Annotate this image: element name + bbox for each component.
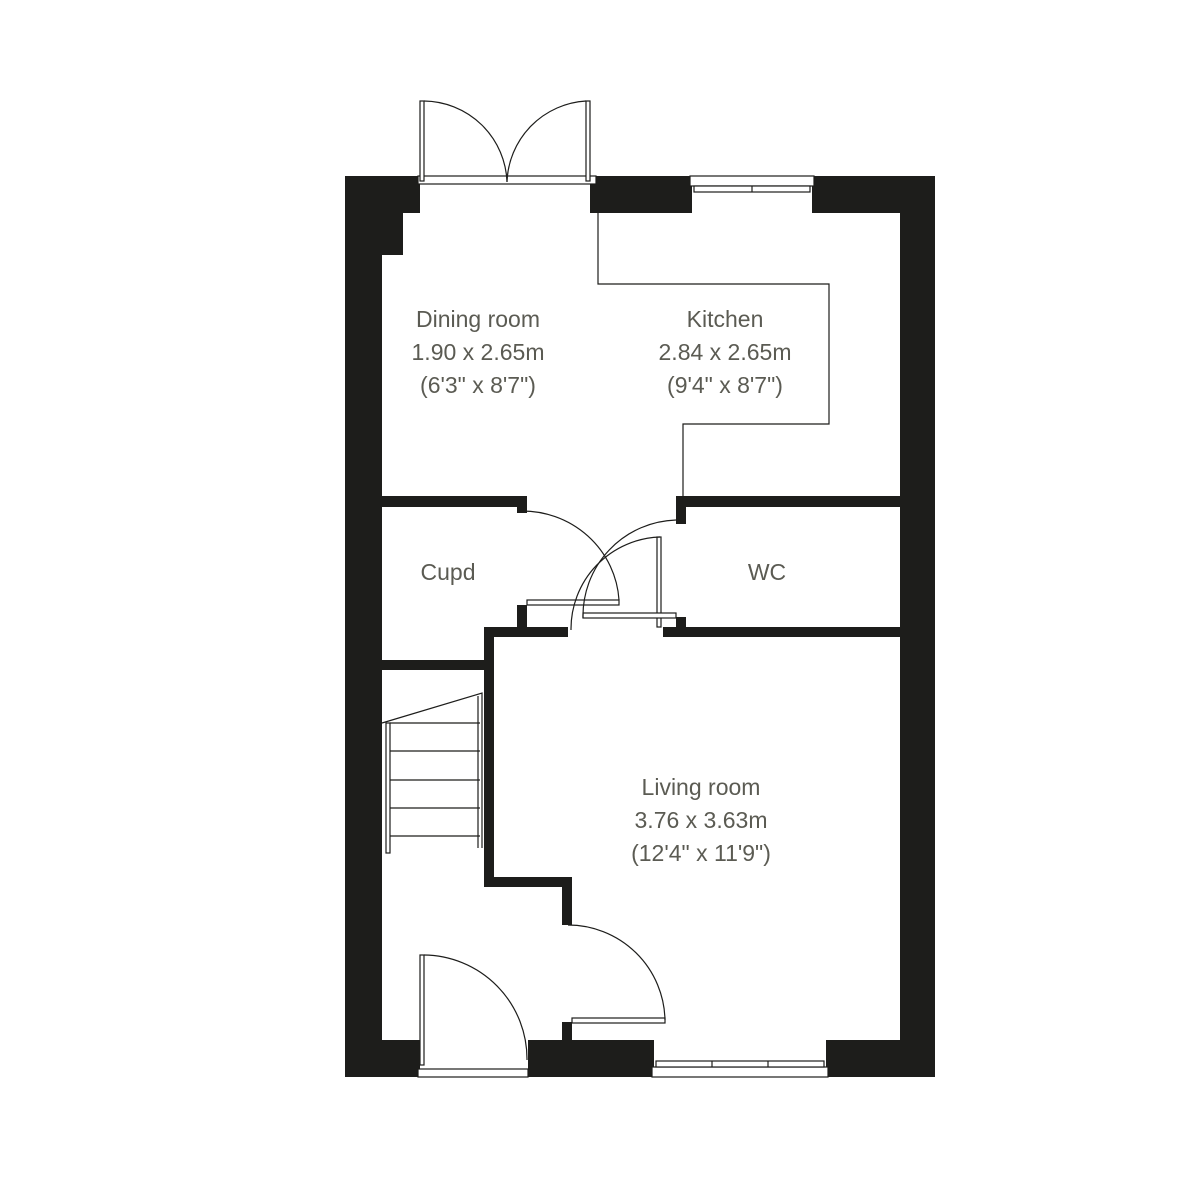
room-name: Kitchen bbox=[687, 306, 764, 332]
room-label-living: Living room 3.76 x 3.63m (12'4" x 11'9") bbox=[631, 774, 771, 866]
room-label-dining: Dining room 1.90 x 2.65m (6'3" x 8'7") bbox=[412, 306, 545, 398]
living-room-door bbox=[567, 924, 666, 1024]
staircase bbox=[381, 692, 483, 854]
front-door bbox=[417, 954, 529, 1078]
cupboard-door bbox=[519, 510, 620, 606]
room-label-cupd: Cupd bbox=[421, 559, 476, 585]
room-label-wc: WC bbox=[748, 559, 786, 585]
interior-walls bbox=[382, 496, 900, 1040]
living-room-window bbox=[651, 1060, 829, 1078]
room-label-kitchen: Kitchen 2.84 x 2.65m (9'4" x 8'7") bbox=[659, 306, 792, 398]
kitchen-window bbox=[689, 175, 815, 193]
room-size-metric: 1.90 x 2.65m bbox=[412, 339, 545, 365]
room-size-metric: 3.76 x 3.63m bbox=[635, 807, 768, 833]
french-doors bbox=[417, 100, 597, 185]
room-size-metric: 2.84 x 2.65m bbox=[659, 339, 792, 365]
room-size-imperial: (6'3" x 8'7") bbox=[420, 372, 536, 398]
room-size-imperial: (9'4" x 8'7") bbox=[667, 372, 783, 398]
room-size-imperial: (12'4" x 11'9") bbox=[631, 840, 771, 866]
room-name: Dining room bbox=[416, 306, 540, 332]
wc-door bbox=[570, 519, 677, 631]
exterior-walls bbox=[345, 176, 935, 1077]
room-name: Living room bbox=[642, 774, 761, 800]
kitchen-worktop-outline bbox=[597, 213, 830, 497]
